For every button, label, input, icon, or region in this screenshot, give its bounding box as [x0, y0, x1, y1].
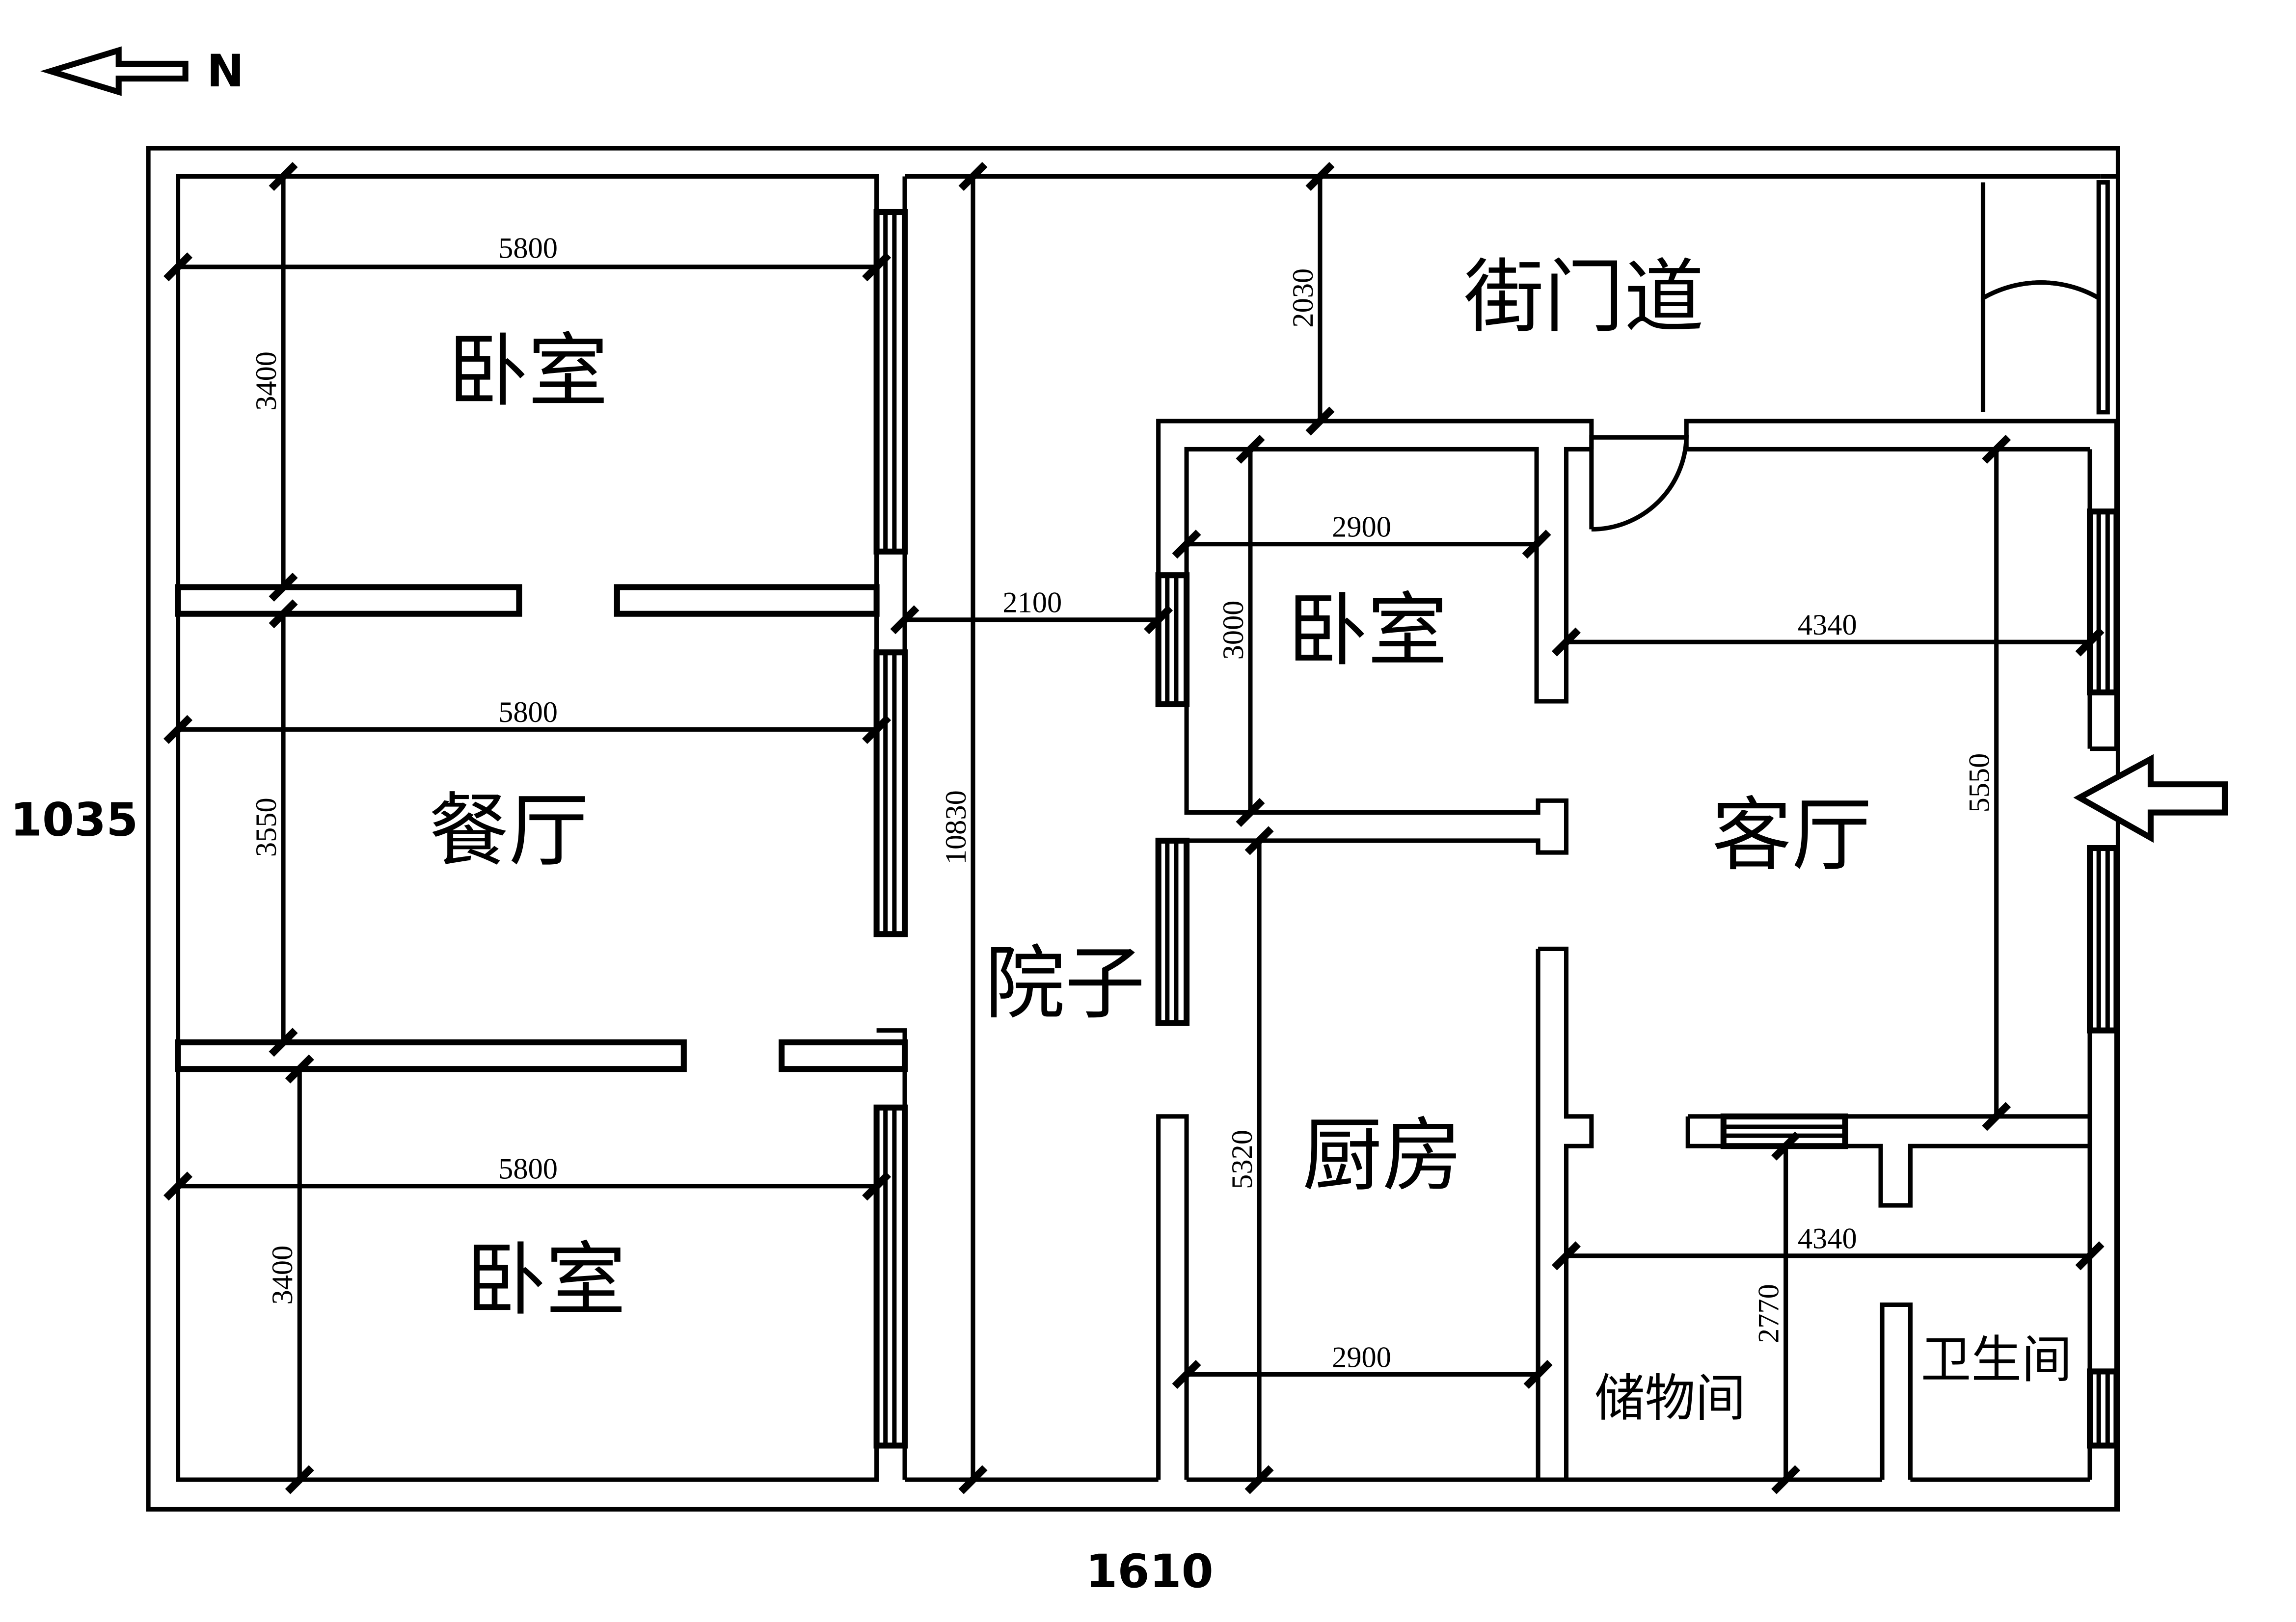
room-dining: 餐厅 — [429, 785, 589, 877]
east-windows — [1720, 508, 2120, 1449]
dim-lower-height: 2770 — [1753, 1284, 1785, 1343]
room-gate-passage: 街门道 — [1464, 251, 1704, 344]
west-windows — [873, 209, 908, 1449]
overall-width-label: 1610 — [1085, 1545, 1214, 1598]
dimension-lines — [163, 161, 2105, 1494]
room-courtyard: 院子 — [985, 937, 1145, 1030]
dim-gate-height: 2030 — [1287, 268, 1320, 328]
room-kitchen: 厨房 — [1302, 1110, 1462, 1202]
room-bedroom-top: 卧室 — [448, 325, 608, 418]
dim-bed2-width: 2900 — [1332, 511, 1391, 544]
dim-bot-height: 3400 — [266, 1246, 299, 1305]
dim-living-width: 4340 — [1798, 609, 1857, 641]
dim-kitchen-height: 5320 — [1226, 1130, 1259, 1189]
room-bathroom: 卫生间 — [1921, 1331, 2072, 1389]
dim-mid-width: 5800 — [498, 696, 558, 729]
dim-kitchen-width: 2900 — [1332, 1341, 1391, 1374]
dim-top-width: 5800 — [498, 232, 558, 265]
door-icons — [1589, 180, 2110, 532]
room-bedroom-small: 卧室 — [1288, 585, 1448, 677]
north-arrow-icon — [40, 46, 189, 96]
outer-wall — [146, 146, 2120, 1512]
room-living: 客厅 — [1712, 789, 1872, 882]
room-bedroom-bottom: 卧室 — [466, 1234, 626, 1327]
dim-mid-height: 3550 — [250, 798, 283, 857]
dim-bot-width: 5800 — [498, 1153, 558, 1186]
dim-court-width: 2100 — [1002, 586, 1062, 619]
dim-lower-width: 4340 — [1798, 1223, 1857, 1255]
compass-label: N — [207, 46, 244, 97]
dim-bed2-height: 3000 — [1217, 601, 1250, 660]
overall-height-label: 1035 — [10, 794, 138, 847]
room-storage: 储物间 — [1594, 1370, 1746, 1428]
dim-top-height: 3400 — [250, 351, 283, 411]
entrance-arrow-icon — [2073, 754, 2228, 843]
dim-court-height: 10830 — [940, 790, 972, 864]
courtyard-windows — [1155, 572, 1190, 1026]
courtyard-walls — [905, 174, 2117, 1482]
dim-living-height: 5550 — [1963, 753, 1996, 813]
